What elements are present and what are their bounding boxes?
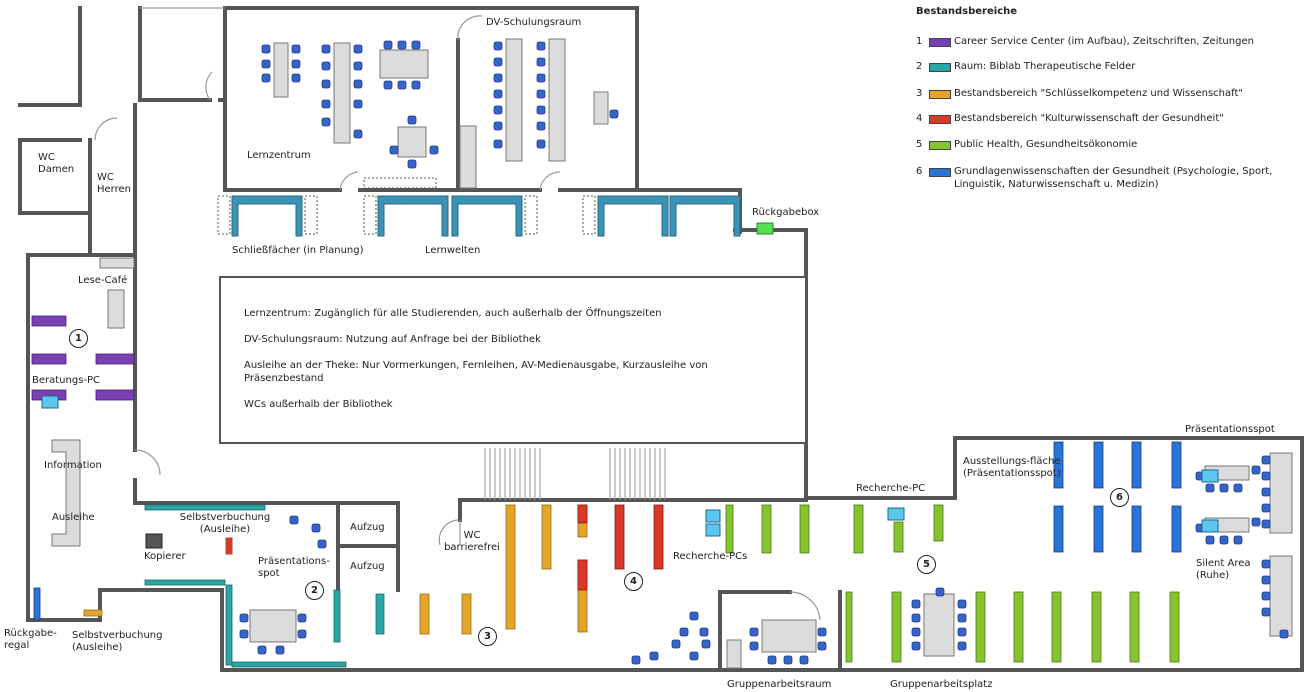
schliessfaecher-outlines [217,177,596,235]
selbstverbuchung-icon [226,538,232,554]
stairs [484,448,666,500]
legend-swatch [929,115,951,124]
shelves-zone1 [31,315,135,401]
label-beratungs-pc: Beratungs-PC [32,375,101,386]
label-rueckgabe-regal: Rückgabe-regal [4,628,57,651]
label-schliessfaecher: Schließfächer (in Planung) [232,245,364,256]
label-praesentationsspot-right: Präsentationsspot [1185,424,1275,435]
legend-item-number: 3 [916,88,923,99]
legend-item-number: 2 [916,61,923,72]
label-recherche-pc: Recherche-PC [856,483,926,494]
info-line-dv-schulungsraum: DV-Schulungsraum: Nutzung auf Anfrage be… [244,334,541,345]
legend-swatch [929,38,951,47]
info-line-lernzentrum: Lernzentrum: Zugänglich für alle Studier… [244,308,662,319]
label-silent-area: Silent Area (Ruhe) [1196,558,1251,581]
zone-marker-3: 3 [478,627,497,646]
label-ausleihe: Ausleihe [52,512,95,523]
label-selbstverbuchung-1: Selbstverbuchung (Ausleihe) [179,512,271,535]
legend-item-text: Bestandsbereich "Schlüsselkompetenz und … [954,88,1243,99]
legend-item-text: Grundlagenwissenschaften der Gesundheit … [954,166,1273,190]
shelves-zone5 [725,504,1180,663]
room-wc-damen: WC Damen [38,152,75,175]
zone-marker-5: 5 [917,555,936,574]
pcs [41,395,1219,537]
lernwelten-booths [231,195,741,237]
legend-title: Bestandsbereiche [916,6,1018,17]
legend-item-text: Raum: Biblab Therapeutische Felder [954,61,1136,72]
label-gruppenarbeitsplatz: Gruppenarbeitsplatz [890,679,993,690]
zone-marker-4: 4 [624,572,643,591]
label-lernwelten: Lernwelten [425,245,481,256]
legend-item-text: Bestandsbereich "Kulturwissenschaft der … [954,113,1224,124]
info-line-wcs: WCs außerhalb der Bibliothek [244,399,393,410]
label-rueckgabebox: Rückgabebox [752,207,820,218]
thin-walls [94,7,821,621]
room-wc-herren: WC Herren [97,172,131,195]
legend-swatch [929,141,951,150]
info-box: Lernzentrum: Zugänglich für alle Studier… [220,277,806,443]
info-box-frame [219,276,807,444]
label-recherche-pcs: Recherche-PCs [673,551,748,562]
rueckgabebox-icon [756,222,774,235]
info-line-ausleihe: Ausleihe an der Theke: Nur Vormerkungen,… [244,360,708,384]
zone-marker-2: 2 [305,581,324,600]
kopierer-icon [145,533,163,549]
label-aufzug-1: Aufzug [350,522,385,533]
zone-marker-6: 6 [1110,488,1129,507]
label-aufzug-2: Aufzug [350,561,385,572]
label-praesentationsspot-left: Präsentations-spot [258,556,330,579]
room-lernzentrum: Lernzentrum [247,150,311,161]
legend-swatch [929,168,951,177]
shelves-zone6 [33,441,1182,621]
zone-marker-1: 1 [69,329,88,348]
legend-item-text: Public Health, Gesundheitsökonomie [954,139,1138,150]
label-kopierer: Kopierer [144,551,186,562]
room-dv-schulungsraum: DV-Schulungsraum [486,17,582,28]
legend-item-text: Career Service Center (im Aufbau), Zeits… [954,36,1254,47]
label-lese-cafe: Lese-Café [78,275,128,286]
shelves-zone2 [144,504,385,668]
label-information: Information [44,460,102,471]
label-wc-barrierefrei: WC barrierefrei [444,530,500,553]
legend-swatch [929,90,951,99]
label-gruppenarbeitsraum: Gruppenarbeitsraum [727,679,832,690]
legend-item-number: 1 [916,36,923,47]
legend-swatch [929,63,951,72]
legend-item-number: 5 [916,139,923,150]
label-selbstverbuchung-2: Selbstverbuchung (Ausleihe) [72,630,163,653]
chairs [239,40,1289,665]
legend-item-number: 4 [916,113,923,124]
label-ausstellungsflaeche: Ausstellungs-fläche (Präsentationsspot) [963,456,1061,479]
legend-item-number: 6 [916,166,923,177]
